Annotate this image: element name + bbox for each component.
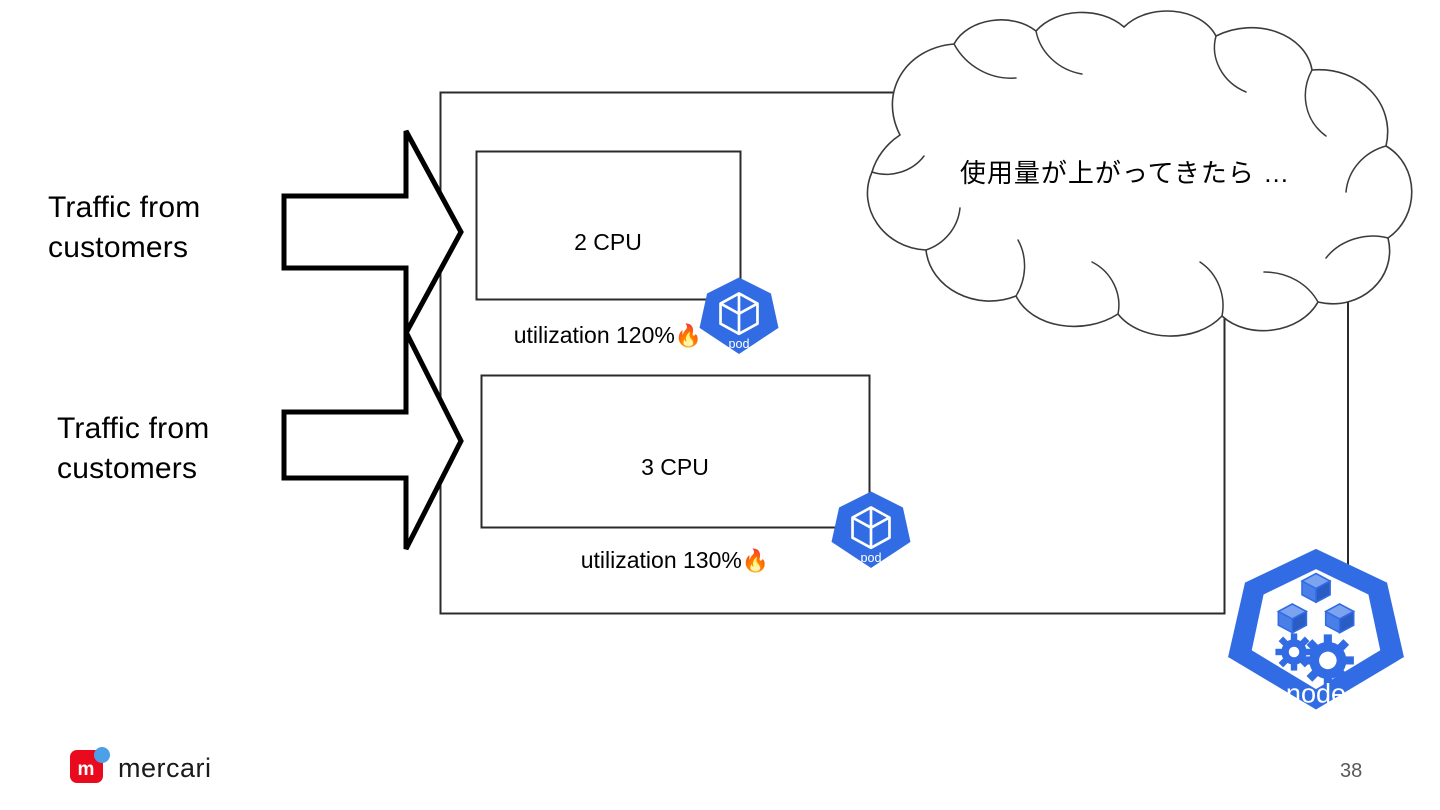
traffic-label-top: Traffic from customers: [48, 191, 201, 264]
traffic-arrow-1: [281, 129, 464, 335]
cloud-inner-strokes: [871, 30, 1389, 317]
svg-text:m: m: [78, 759, 95, 780]
pod-badge-label-1: pod: [728, 337, 749, 351]
node-container-box: [439, 91, 1226, 615]
gear-large-icon: [1301, 634, 1354, 687]
pod-cpu-1: 2 CPU: [574, 229, 642, 255]
fire-icon: 🔥: [741, 548, 770, 573]
k8s-pod-icon-1: pod: [699, 277, 779, 354]
mercari-mark-icon: m: [70, 747, 110, 783]
pod-metrics-1: 2 CPU utilization 120%🔥: [476, 196, 740, 382]
k8s-pod-icon-2: pod: [831, 491, 911, 568]
pod-utilization-2: utilization 130%🔥: [481, 514, 869, 576]
pod-cpu-2: 3 CPU: [641, 454, 709, 480]
fire-icon: 🔥: [674, 323, 703, 348]
pod-box-1: [475, 150, 742, 301]
pod-utilization-label-2: utilization 130%: [580, 547, 742, 573]
page-number: 38: [1340, 760, 1363, 782]
node-badge-label: node: [1286, 679, 1346, 709]
pod-utilization-label-1: utilization 120%: [513, 322, 675, 348]
pod-box-2: [480, 374, 871, 529]
cloud-callout-text: 使用量が上がってきたら …: [959, 158, 1291, 188]
gear-small-icon: [1275, 633, 1313, 671]
pod-metrics-2: 3 CPU utilization 130%🔥: [481, 421, 869, 607]
traffic-arrow-2: [281, 330, 464, 551]
k8s-node-icon: node: [1228, 548, 1404, 710]
traffic-label-bottom: Traffic from customers: [57, 412, 210, 485]
pod-badge-label-2: pod: [860, 551, 881, 565]
mercari-wordmark: mercari: [118, 753, 212, 783]
pod-utilization-1: utilization 120%🔥: [476, 289, 740, 351]
mercari-logo: m mercari: [70, 747, 212, 783]
